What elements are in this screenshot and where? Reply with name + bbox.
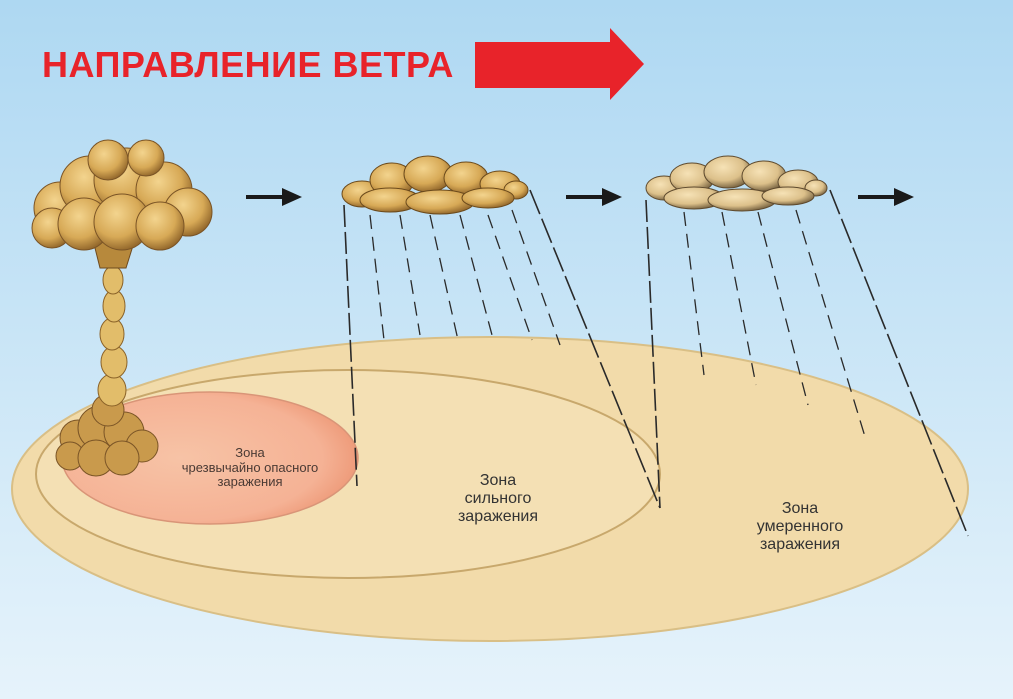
zone-strong-line3: заражения: [457, 507, 539, 525]
zone-strong-line2: сильного: [464, 489, 532, 507]
zone-extreme-line2: чрезвычайно опасного: [181, 459, 319, 475]
mushroom-cloud-icon: [31, 139, 213, 477]
fallout-lines: [343, 189, 661, 509]
wind-direction-title: НАПРАВЛЕНИЕ ВЕТРА: [42, 44, 454, 85]
wind-arrow-icon: [566, 188, 622, 206]
zone-extreme-line3: заражения: [217, 474, 283, 490]
radioactive-cloud-icon: [341, 155, 529, 215]
wind-direction-arrow-icon: [475, 28, 644, 100]
zone-strong-label: Зона сильного заражения: [418, 472, 578, 526]
radioactive-cloud-icon: [645, 155, 828, 212]
wind-arrows: [246, 188, 914, 206]
zone-strong-line1: Зона: [479, 472, 517, 489]
zone-extreme-label: Зона чрезвычайно опасного заражения: [160, 445, 340, 490]
wind-arrow-icon: [858, 188, 914, 206]
wind-arrow-icon: [246, 188, 302, 206]
zone-moderate-label: Зона умеренного заражения: [720, 500, 880, 554]
fallout-lines: [645, 189, 969, 537]
zone-moderate-line2: умеренного: [756, 517, 844, 535]
zone-moderate-line1: Зона: [781, 500, 819, 517]
zone-moderate-line3: заражения: [759, 535, 841, 553]
zone-extreme-line1: Зона: [235, 445, 265, 460]
